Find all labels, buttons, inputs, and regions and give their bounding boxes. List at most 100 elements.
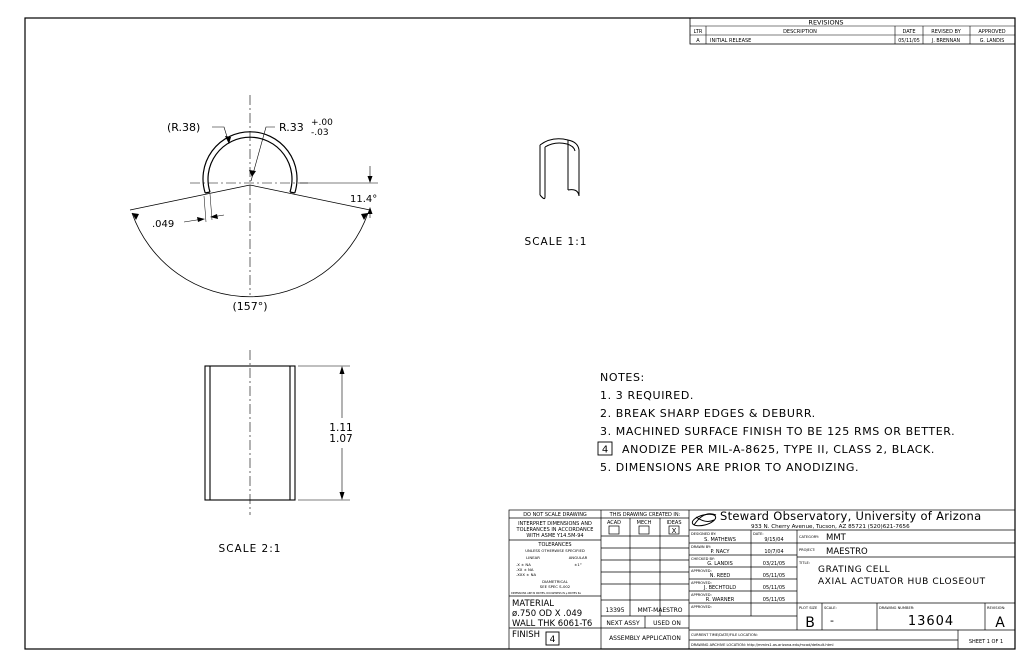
note-1: 1. 3 REQUIRED. <box>600 389 694 402</box>
top-view <box>129 95 378 298</box>
note-2: 2. BREAK SHARP EDGES & DEBURR. <box>600 407 816 420</box>
acad-label: ACAD <box>607 520 621 526</box>
sheet-number: SHEET 1 OF 1 <box>969 639 1003 645</box>
do-not-scale: DO NOT SCALE DRAWING <box>523 512 587 518</box>
designed-date: 9/15/04 <box>764 537 783 543</box>
drawing-title-line-2: AXIAL ACTUATOR HUB CLOSEOUT <box>818 577 986 587</box>
drawing-number-label: DRAWING NUMBER: <box>879 606 914 610</box>
organization-address: 933 N. Cherry Avenue, Tucson, AZ 85721 (… <box>751 524 910 530</box>
next-assy-name: MMT-MAESTRO <box>637 607 682 614</box>
ring-inner-arc <box>207 136 293 193</box>
scale-label: SCALE: <box>824 606 837 610</box>
plot-size-label: PLOT SIZE <box>799 606 818 610</box>
dim-r33-tol-plus: +.00 <box>311 118 333 128</box>
current-time-label: CURRENT TIME/DATE/FILE LOCATION: <box>691 633 758 637</box>
dim-angle-11: 11.4° <box>350 194 377 205</box>
notes-block: NOTES: 1. 3 REQUIRED. 2. BREAK SHARP EDG… <box>597 371 955 474</box>
approved3-label: APPROVED: <box>691 593 712 597</box>
side-view <box>204 350 350 515</box>
drawn-date: 10/7/04 <box>764 549 783 555</box>
interpret-line-3: WITH ASME Y14.5M-94 <box>526 533 583 539</box>
project-value: MAESTRO <box>826 547 868 557</box>
next-assy-label: NEXT ASSY <box>606 620 640 627</box>
rev-header-ltr: LTR <box>694 29 703 35</box>
approved3: R. WARNER <box>706 597 735 603</box>
title-block-text: DO NOT SCALE DRAWING INTERPRET DIMENSION… <box>511 509 1005 647</box>
rev-header-revised-by: REVISED BY <box>931 29 961 35</box>
ring-outer-arc <box>202 131 298 194</box>
approved1-label: APPROVED: <box>691 569 712 573</box>
revisions-title: REVISIONS <box>808 19 843 27</box>
plot-size-value: B <box>805 615 815 631</box>
designed-date-label: DATE: <box>753 532 764 536</box>
dim-arc-157: (157°) <box>232 300 267 313</box>
drawing-number: 13604 <box>908 614 954 629</box>
units-small-print: DIMENSIONS ARE IN INCHES, ROUGHNESS IN µ… <box>511 592 581 595</box>
approved1: N. REED <box>710 573 731 579</box>
tol-x: .X ± NA <box>516 562 531 567</box>
rev-row-approved: G. LANDIS <box>980 38 1005 44</box>
revision-value: A <box>995 615 1005 631</box>
title-block <box>508 509 1016 650</box>
used-on-label: USED ON <box>653 620 681 627</box>
finish-flag-number: 4 <box>550 635 556 645</box>
archive-location: DRAWING ARCHIVE LOCATION: http://mmirs1.… <box>691 643 834 647</box>
category-value: MMT <box>826 533 847 543</box>
material-line-1: ø.750 OD X .049 <box>512 609 582 619</box>
approved2-date: 05/11/05 <box>763 585 785 591</box>
approved2: J. BECHTOLD <box>703 585 736 591</box>
approved2-label: APPROVED: <box>691 581 712 585</box>
checked-date: 03/21/05 <box>763 561 785 567</box>
tol-xxx: .XXX ± NA <box>516 572 536 577</box>
angular-label: ANGULAR <box>569 555 588 560</box>
rev-header-description: DESCRIPTION <box>783 29 817 35</box>
scale-value: - <box>830 614 834 627</box>
diametrical-label: DIAMETRICAL <box>542 579 569 584</box>
material-line-2: WALL THK 6061-T6 <box>512 619 592 629</box>
designed-by: S. MATHEWS <box>704 537 736 543</box>
organization-name: Steward Observatory, University of Arizo… <box>720 509 981 523</box>
material-label: MATERIAL <box>512 599 554 609</box>
note-4: ANODIZE PER MIL-A-8625, TYPE II, CLASS 2… <box>622 443 935 456</box>
side-scale-label: SCALE 2:1 <box>219 543 282 555</box>
drawing-title-line-1: GRATING CELL <box>818 565 890 575</box>
checked-by: G. LANDIS <box>707 561 733 567</box>
linear-label: LINEAR <box>526 555 540 560</box>
created-in-label: THIS DRAWING CREATED IN: <box>609 512 681 518</box>
dim-length-max: 1.11 <box>329 422 352 434</box>
rev-header-approved: APPROVED <box>978 29 1005 35</box>
note-5: 5. DIMENSIONS ARE PRIOR TO ANODIZING. <box>600 461 859 474</box>
designed-by-label: DESIGNED BY: <box>691 532 716 536</box>
note-3: 3. MACHINED SURFACE FINISH TO BE 125 RMS… <box>600 425 955 438</box>
project-label: PROJECT: <box>799 548 815 552</box>
dim-r33: R.33 <box>279 121 304 134</box>
revisions-table: REVISIONS LTR DESCRIPTION DATE REVISED B… <box>689 17 1016 45</box>
angle-157-arc <box>131 212 369 298</box>
unless-specified: UNLESS OTHERWISE SPECIFIED <box>525 548 585 553</box>
approved1-date: 05/11/05 <box>763 573 785 579</box>
rev-header-date: DATE <box>902 29 915 35</box>
dim-r33-tol-minus: -.03 <box>311 128 329 138</box>
observatory-logo <box>691 513 717 527</box>
note-4-flag <box>597 441 613 456</box>
tol-xx: .XX ± NA <box>516 567 534 572</box>
dim-r38: (R.38) <box>167 121 200 134</box>
next-assy-number: 13395 <box>605 607 624 614</box>
rev-row-date: 05/11/05 <box>898 38 920 44</box>
note-4-flag-number: 4 <box>602 445 608 456</box>
ideas-label: IDEAS <box>666 520 681 526</box>
see-spec: SEE SPEC S-002 <box>540 584 571 589</box>
interpret-line-1: INTERPRET DIMENSIONS AND <box>518 521 592 527</box>
tol-angular: ±1° <box>574 562 582 567</box>
approved4-label: APPROVED: <box>691 605 712 609</box>
revision-label: REVISION: <box>987 606 1005 610</box>
iso-scale-label: SCALE 1:1 <box>525 236 588 248</box>
dim-thickness: .049 <box>152 219 174 230</box>
rev-row-description: INITIAL RELEASE <box>710 38 751 44</box>
title-label: TITLE: <box>798 561 810 565</box>
finish-label: FINISH <box>512 630 540 640</box>
isometric-view <box>539 138 580 200</box>
drawn-by-label: DRAWN BY: <box>691 545 711 549</box>
